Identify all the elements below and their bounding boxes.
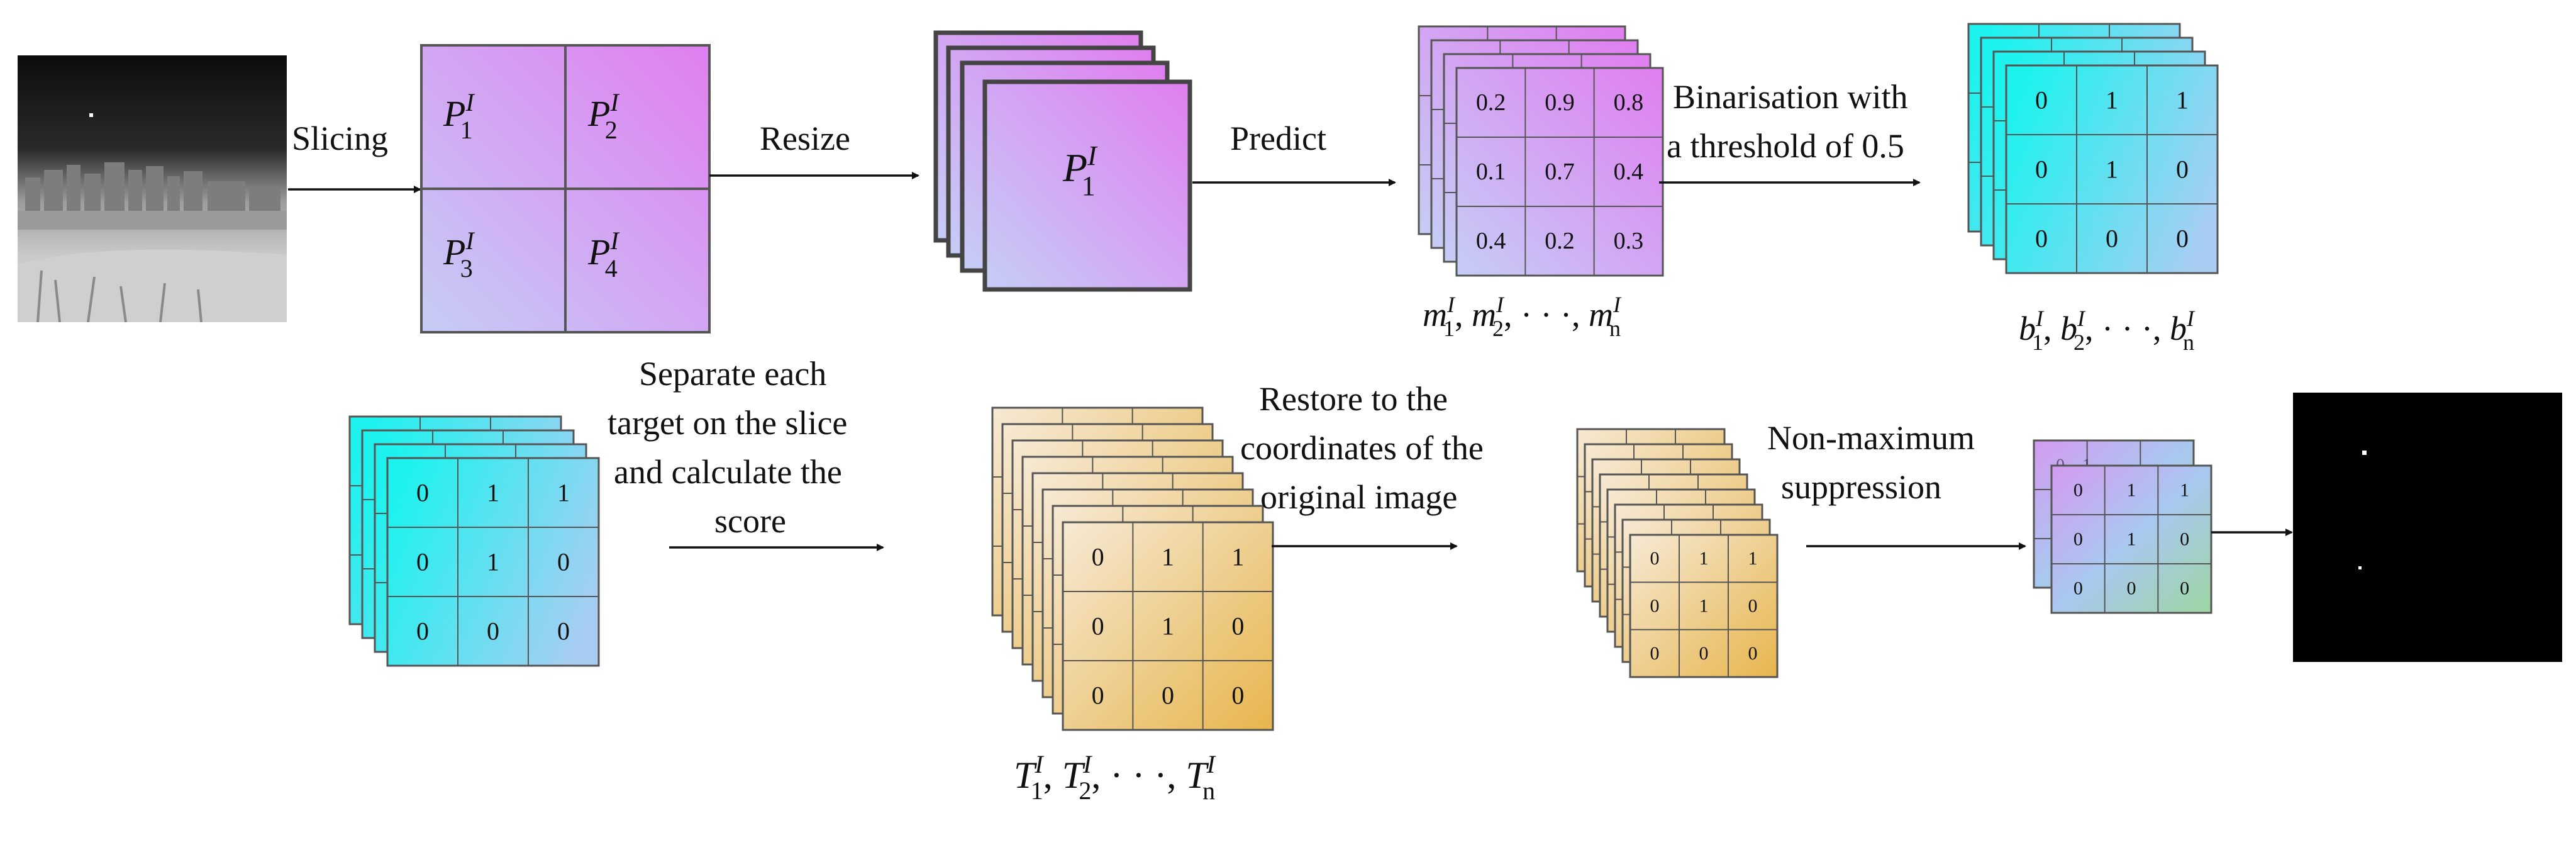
restored-cell: 0 — [1650, 643, 1660, 664]
nms-cell: 1 — [2180, 480, 2189, 501]
binary-cell: 1 — [2106, 155, 2118, 184]
binary-cell: 0 — [2176, 155, 2189, 184]
probability-cell: 0.8 — [1614, 89, 1644, 116]
binary-cell: 0 — [416, 479, 429, 507]
stack-layer — [1629, 534, 1779, 678]
binary-cell: 1 — [2176, 86, 2189, 115]
binary-cell: 0 — [2035, 155, 2048, 184]
nms-label-line1: Non-maximum — [1767, 419, 1975, 457]
probability-cell: 0.1 — [1476, 159, 1506, 185]
probability-cell: 0.4 — [1476, 228, 1506, 254]
binary-map-repeat-front: 0 1 1 0 1 0 0 0 0 — [386, 457, 600, 667]
target-cell: 0 — [1092, 612, 1104, 641]
nms-cell: 0 — [2127, 578, 2136, 599]
restored-cell: 0 — [1699, 643, 1709, 664]
probability-cell: 0.2 — [1476, 89, 1506, 116]
restored-cell: 0 — [1650, 548, 1660, 569]
restored-cell: 1 — [1748, 548, 1758, 569]
probability-map-front: 0.2 0.9 0.8 0.1 0.7 0.4 0.4 0.2 0.3 — [1455, 67, 1664, 277]
restored-map-stack: 0 1 1 0 1 0 0 0 0 — [1576, 428, 1779, 678]
restore-label-line2: coordinates of the — [1240, 429, 1484, 467]
stack-layer — [1062, 521, 1274, 731]
restore-label-line1: Restore to the — [1259, 380, 1448, 418]
probability-cell: 0.3 — [1614, 228, 1644, 254]
nms-cell: 0 — [2074, 529, 2083, 550]
target-cell: 0 — [1231, 612, 1244, 641]
target-map-front: 0 1 1 0 1 0 0 0 0 — [1062, 521, 1274, 731]
stack-layer — [386, 457, 600, 667]
restored-cell: 1 — [1699, 596, 1709, 617]
binary-cell: 0 — [2176, 225, 2189, 253]
binary-cell: 0 — [416, 548, 429, 576]
nms-map-front: 0 1 1 0 1 0 0 0 0 — [2050, 464, 2212, 614]
stack-layer — [2050, 464, 2212, 614]
binarisation-label-line1: Binarisation with — [1673, 78, 1907, 116]
binary-cell: 1 — [557, 479, 570, 507]
stack-layer — [2005, 64, 2219, 274]
restored-cell: 1 — [1699, 548, 1709, 569]
restored-cell: 0 — [1748, 596, 1758, 617]
nms-map-stack: 0 1 0 0 1 1 0 1 0 0 0 0 — [2033, 439, 2212, 614]
binary-cell: 0 — [2035, 225, 2048, 253]
binary-map-front: 0 1 1 0 1 0 0 0 0 — [2005, 64, 2219, 274]
restored-map-front: 0 1 1 0 1 0 0 0 0 — [1629, 534, 1779, 678]
binary-cell: 0 — [557, 548, 570, 576]
binary-cell: 0 — [416, 617, 429, 646]
separate-label-line2: target on the slice — [608, 404, 847, 442]
probability-cell: 0.4 — [1614, 159, 1644, 185]
restored-cell: 0 — [1650, 596, 1660, 617]
probability-cell: 0.9 — [1545, 89, 1575, 116]
binary-cell: 0 — [2035, 86, 2048, 115]
restored-cell: 0 — [1748, 643, 1758, 664]
output-detection-image — [2293, 393, 2562, 662]
nms-cell: 0 — [2180, 529, 2189, 550]
target-cell: 0 — [1092, 681, 1104, 710]
nms-cell: 1 — [2127, 480, 2136, 501]
separate-label-line4: score — [714, 502, 786, 540]
target-cell: 1 — [1162, 543, 1174, 571]
target-cell: 0 — [1162, 681, 1174, 710]
binary-map-stack-repeat: 0 1 1 0 1 0 0 0 0 — [348, 415, 600, 667]
input-infrared-image — [18, 55, 287, 323]
target-cell: 0 — [1231, 681, 1244, 710]
binary-cell: 0 — [557, 617, 570, 646]
probability-cell: 0.2 — [1545, 228, 1575, 254]
nms-cell: 0 — [2180, 578, 2189, 599]
nms-cell: 0 — [2074, 480, 2083, 501]
binary-cell: 1 — [2106, 86, 2118, 115]
predict-label: Predict — [1230, 120, 1326, 157]
target-cell: 0 — [1092, 543, 1104, 571]
binary-cell: 1 — [487, 479, 499, 507]
slicing-label: Slicing — [292, 120, 388, 157]
resize-label: Resize — [760, 120, 850, 157]
separate-label-line3: and calculate the — [614, 453, 842, 491]
separate-label-line1: Separate each — [639, 355, 826, 393]
binarisation-label-line2: a threshold of 0.5 — [1667, 127, 1904, 165]
binary-cell: 1 — [487, 548, 499, 576]
binary-cell: 0 — [487, 617, 499, 646]
nms-cell: 1 — [2127, 529, 2136, 550]
nms-label-line2: suppression — [1781, 468, 1941, 506]
nms-cell: 0 — [2074, 578, 2083, 599]
restore-label-line3: original image — [1260, 478, 1457, 516]
target-cell: 1 — [1231, 543, 1244, 571]
probability-cell: 0.7 — [1545, 159, 1575, 185]
binary-cell: 0 — [2106, 225, 2118, 253]
target-cell: 1 — [1162, 612, 1174, 641]
stack-layer — [1455, 67, 1664, 277]
